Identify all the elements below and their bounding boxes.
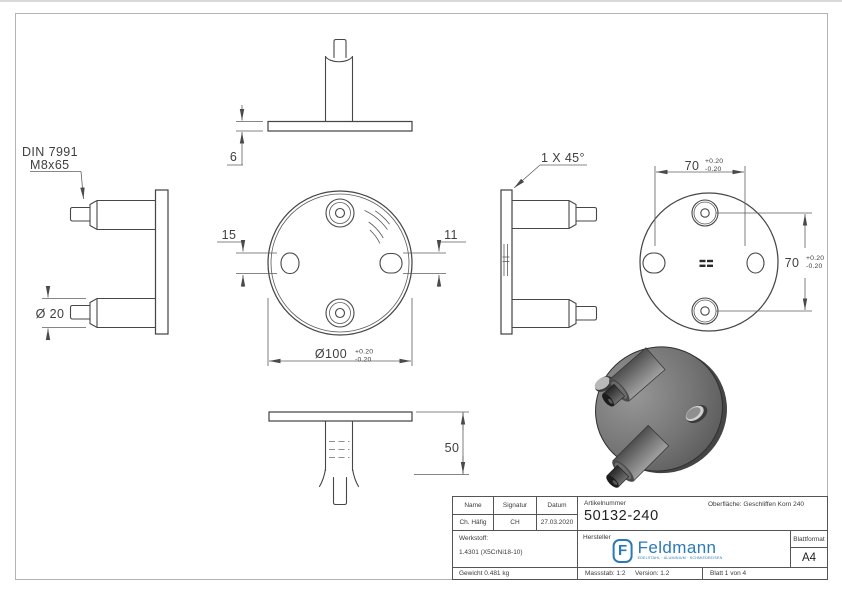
post-3d-top	[602, 347, 666, 407]
feldmann-tagline: EDELSTAHL · ALUMINIUM · SCHMIEDEEISEN	[637, 556, 723, 561]
sheet-border	[15, 13, 828, 580]
artikelnummer-label: Artikelnummer	[584, 500, 626, 507]
hersteller-label: Hersteller	[583, 534, 611, 541]
werkstoff-cell: Werkstoff: 1.4301 (X5CrNi18-10)	[453, 531, 578, 568]
dim-hole-spacing-h: 70	[685, 159, 700, 173]
tol-minus: -0.20	[355, 357, 372, 364]
tol-minus-h: -0.20	[705, 166, 722, 173]
dim-plate-diameter: Ø100	[315, 347, 347, 361]
view-bottom: 50	[268, 411, 469, 506]
blatt-value: Blatt 1 von 4	[710, 570, 747, 577]
blattformat-label: Blattformat	[791, 531, 827, 548]
tol-minus-v: -0.20	[806, 263, 823, 270]
label-din-size: M8x65	[30, 158, 70, 172]
slot-hole-3d	[685, 404, 708, 424]
dim-slot-left: 15	[222, 228, 237, 242]
massstab-cell: Massstab: 1:2 Version: 1.2	[578, 568, 703, 579]
tol-plus-h: +0.20	[705, 158, 723, 165]
massstab-value: Massstab: 1:2	[585, 570, 626, 577]
gewicht-cell: Gewicht 0.481 kg	[453, 568, 578, 579]
werkstoff-label: Werkstoff:	[459, 535, 489, 542]
window-edge	[0, 0, 842, 2]
slot-hole-3d-left	[594, 376, 614, 392]
blatt-cell: Blatt 1 von 4	[703, 568, 827, 579]
artikelnummer-cell: Artikelnummer 50132-240 Oberfläche: Gesc…	[578, 497, 827, 531]
view-front-dims: 70 +0.20 -0.20 70 +0.20 -0.20	[639, 158, 824, 332]
version-value: Version: 1.2	[635, 570, 670, 577]
label-din: DIN 7991	[22, 145, 78, 159]
tol-plus-v: +0.20	[806, 255, 824, 262]
view-left: DIN 7991 M8x65 Ø 20	[22, 145, 169, 340]
signatur-label: Signatur	[494, 497, 537, 515]
feldmann-logo-icon: F	[612, 538, 633, 563]
view-top: 6	[227, 38, 413, 166]
dim-plate-thickness: 6	[230, 150, 237, 164]
signatur-value: CH	[494, 515, 537, 531]
view-front: 15 11 Ø100 +0.20 -0.20	[217, 190, 466, 366]
name-label: Name	[453, 497, 494, 515]
hidden-thread-lines	[329, 441, 350, 458]
center-engraving-mark	[699, 259, 713, 267]
gewicht-value: Gewicht 0.481 kg	[459, 570, 510, 577]
view-right: 1 X 45°	[500, 151, 598, 335]
artikelnummer-value: 50132-240	[584, 508, 659, 524]
oberflaeche-note: Oberfläche: Geschliffen Korn 240	[708, 501, 804, 508]
label-chamfer: 1 X 45°	[541, 151, 585, 165]
dim-diameter-20: Ø 20	[36, 307, 65, 321]
grinding-marks	[364, 210, 390, 244]
title-block: Name Signatur Datum Ch. Häfig CH 27.03.2…	[452, 496, 828, 580]
post-3d-bottom	[606, 424, 670, 488]
datum-label: Datum	[537, 497, 578, 515]
blattformat-value: A4	[801, 551, 817, 564]
tol-plus: +0.20	[355, 349, 373, 356]
hersteller-cell: Hersteller F Feldmann EDELSTAHL · ALUMIN…	[578, 531, 791, 568]
view-isometric-3d	[594, 346, 727, 488]
dim-post-length: 50	[445, 441, 460, 455]
datum-value: 27.03.2020	[537, 515, 578, 531]
feldmann-logo: F Feldmann EDELSTAHL · ALUMINIUM · SCHMI…	[612, 538, 756, 563]
dim-slot-right: 11	[444, 228, 458, 242]
blattformat-cell: Blattformat A4	[791, 531, 827, 568]
dim-hole-spacing-v: 70	[785, 256, 800, 270]
werkstoff-value: 1.4301 (X5CrNi18-10)	[459, 549, 523, 556]
name-value: Ch. Häfig	[453, 515, 494, 531]
feldmann-wordmark: Feldmann	[637, 538, 717, 558]
